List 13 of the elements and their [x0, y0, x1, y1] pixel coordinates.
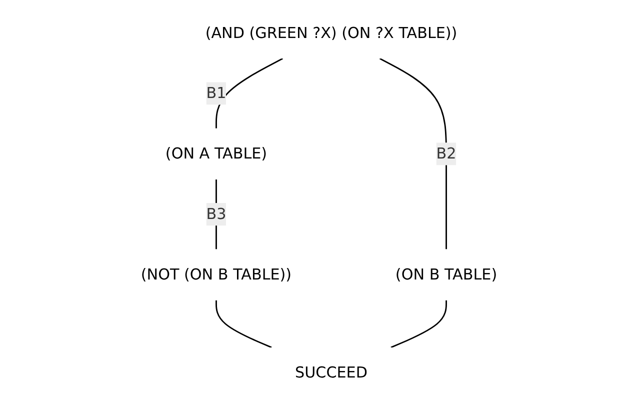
node-text: (ON B TABLE) — [395, 265, 498, 284]
node-text: (ON A TABLE) — [165, 144, 268, 162]
node-text: (AND (GREEN ?X) (ON ?X TABLE)) — [205, 24, 458, 42]
edge-label: B3 — [206, 204, 226, 223]
edge-label: B2 — [436, 144, 456, 162]
connector — [216, 179, 217, 250]
connector — [379, 58, 447, 250]
node-text: (NOT (ON B TABLE)) — [140, 265, 292, 284]
edge-label: B1 — [206, 84, 226, 102]
connector — [390, 300, 447, 348]
connector — [216, 300, 272, 348]
node-text: SUCCEED — [295, 364, 368, 382]
connector — [216, 58, 284, 128]
